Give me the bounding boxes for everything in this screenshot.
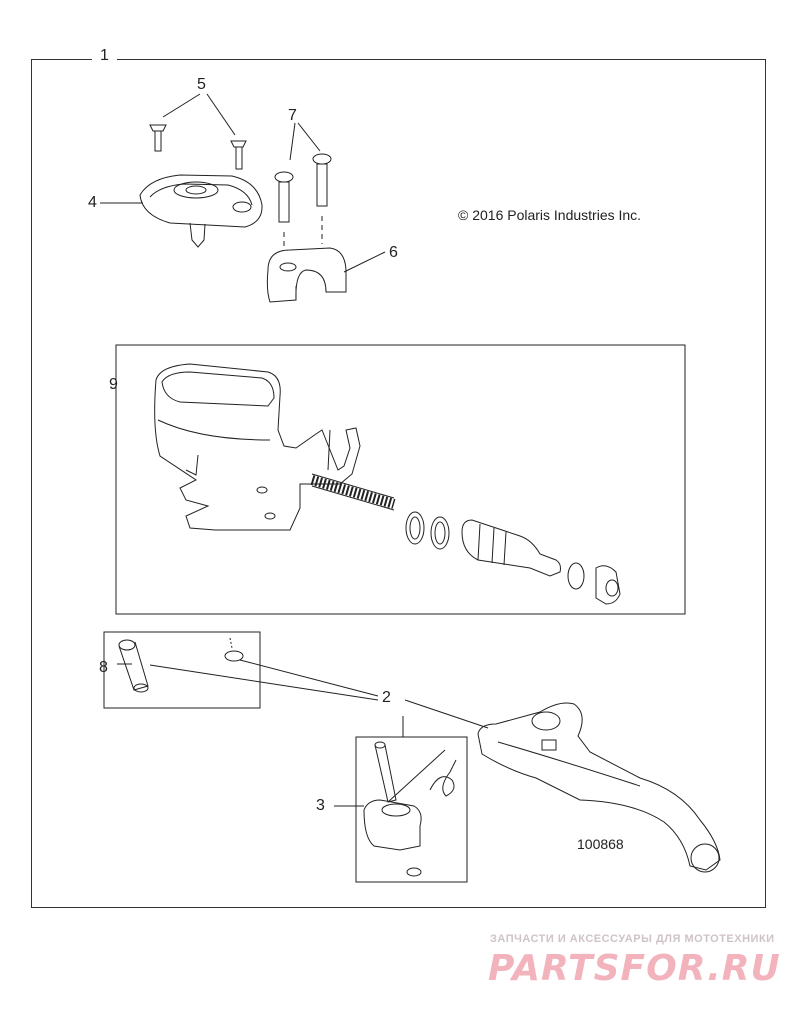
callout-2: 2	[382, 689, 391, 706]
seal-2	[430, 516, 450, 550]
end-cap	[595, 565, 621, 605]
callout-7: 7	[288, 107, 297, 124]
lever-kit-box	[355, 736, 468, 883]
screw-left	[149, 124, 167, 152]
circlip	[224, 650, 244, 662]
reference-number: 100868	[577, 836, 624, 852]
copyright-text: © 2016 Polaris Industries Inc.	[458, 207, 642, 223]
lever-pin	[374, 741, 397, 803]
lever-spring	[429, 759, 457, 797]
callout-4: 4	[88, 194, 97, 211]
callout-6: 6	[389, 244, 398, 261]
lever-circlip	[406, 867, 422, 877]
screw-right	[230, 140, 247, 170]
callout-8: 8	[99, 659, 108, 676]
o-ring	[567, 562, 585, 590]
seal-1	[405, 511, 425, 545]
handlebar-clamp	[266, 247, 347, 303]
callout-5: 5	[197, 76, 206, 93]
brake-lever	[477, 702, 721, 873]
callout-3: 3	[316, 797, 325, 814]
pivot-pin	[118, 639, 149, 693]
watermark-subtitle: ЗАПЧАСТИ И АКСЕССУАРЫ ДЛЯ МОТОТЕХНИКИ	[490, 933, 775, 945]
callout-9: 9	[109, 376, 118, 393]
lever-adjuster	[363, 799, 422, 851]
reservoir-cover	[139, 174, 263, 248]
callout-1: 1	[92, 47, 117, 65]
piston	[461, 519, 561, 577]
pivot-pin-box	[103, 631, 261, 709]
watermark-logo: PARTSFOR.RU	[488, 948, 781, 989]
diagram-frame	[31, 59, 766, 908]
bolt-right	[312, 153, 332, 207]
master-cylinder-box	[115, 344, 686, 615]
bolt-left	[274, 171, 294, 223]
master-cylinder-body	[154, 363, 361, 531]
